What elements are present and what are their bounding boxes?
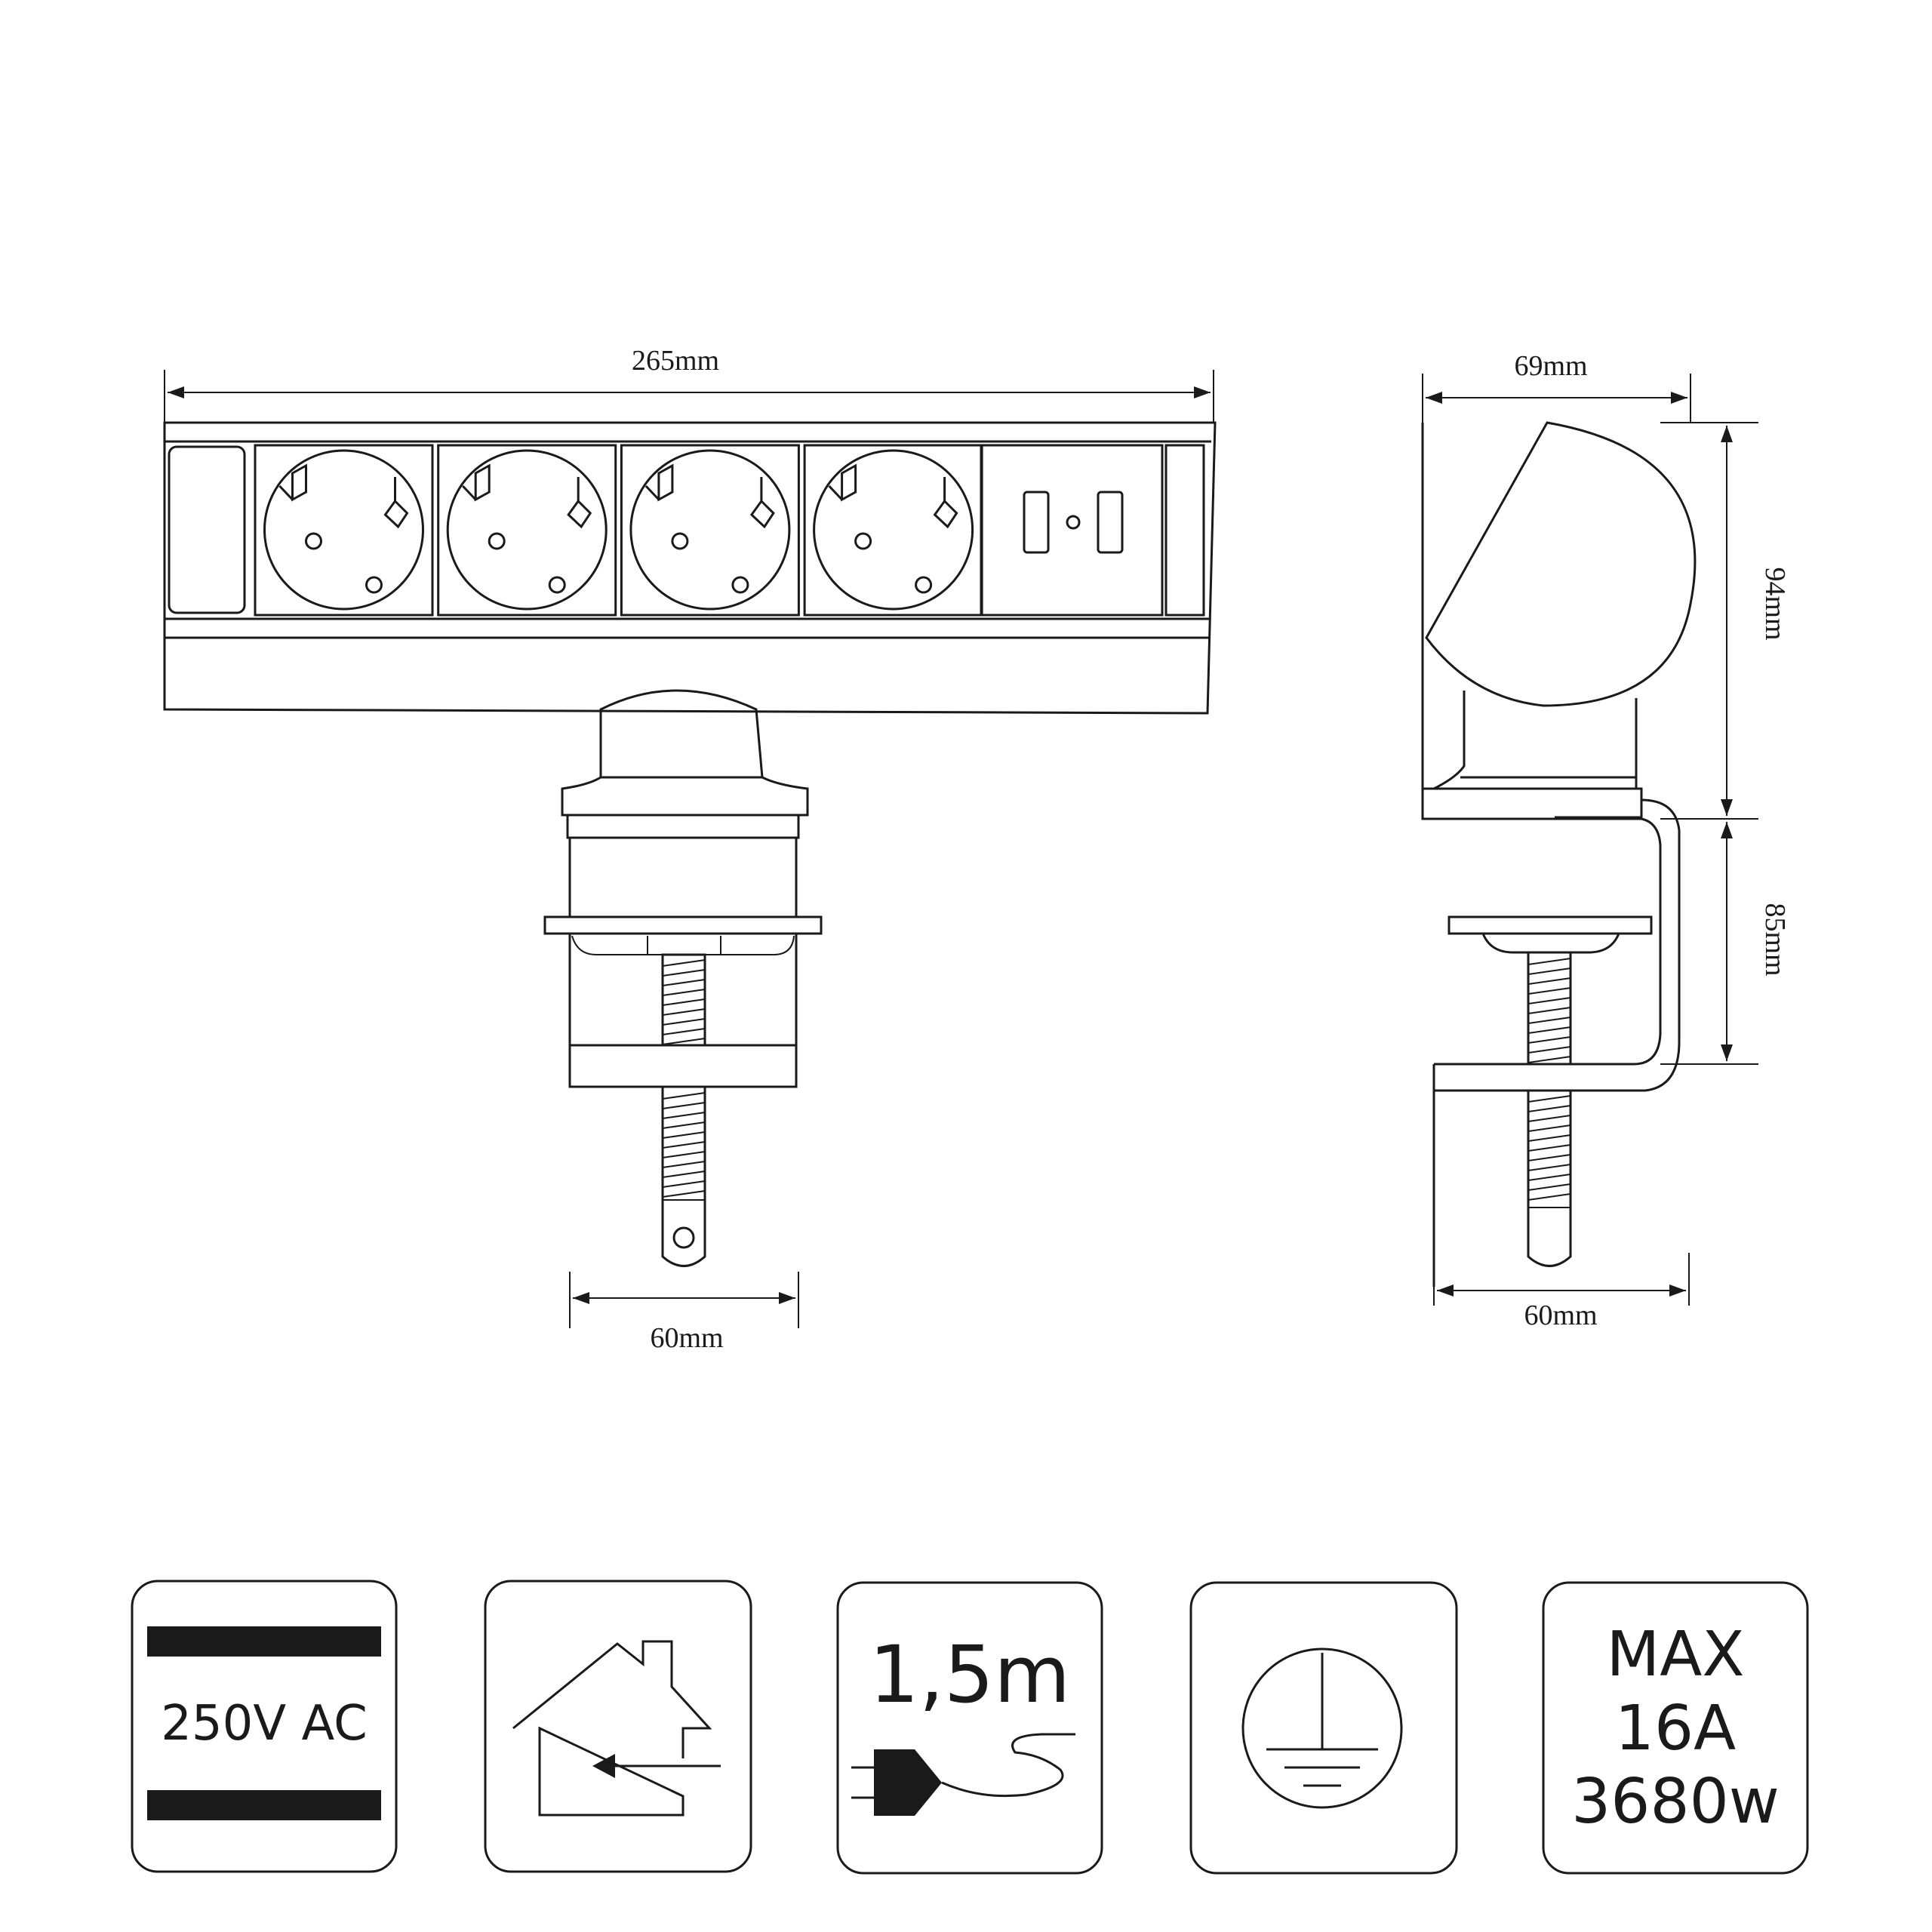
badge-voltage: 250V AC — [131, 1580, 398, 1873]
right-end-cap — [1164, 444, 1205, 617]
side-threaded-rod — [1527, 951, 1572, 1267]
schuko-socket — [437, 444, 617, 617]
indoor-use-house-icon — [512, 1640, 721, 1817]
plug-cable-icon — [851, 1733, 1075, 1816]
dimension-side-base: 60mm — [1433, 1253, 1690, 1331]
dimension-label-60-side: 60mm — [1524, 1300, 1597, 1331]
socket-row — [254, 444, 983, 617]
cable-length-label: 1,5m — [869, 1629, 1071, 1721]
dc-bars-icon — [147, 1626, 381, 1657]
socket-pin-hole — [365, 576, 383, 594]
socket-pin-hole — [731, 576, 749, 594]
usb-module — [980, 444, 1164, 617]
dimension-side-clamp: 85mm — [1660, 822, 1791, 1065]
current-label: 16A — [1615, 1693, 1736, 1764]
front-threaded-rod — [661, 953, 706, 1267]
socket-pin-hole — [671, 532, 689, 550]
dimension-front-clamp: 60mm — [569, 1272, 799, 1354]
schuko-socket — [803, 444, 983, 617]
dimension-side-height: 94mm — [1660, 422, 1791, 820]
badge-max-rating: MAX 16A 3680w — [1542, 1581, 1809, 1875]
power-label: 3680w — [1571, 1766, 1780, 1838]
front-swivel-neck — [543, 689, 823, 1088]
dimension-front-width: 265mm — [164, 345, 1214, 423]
max-label: MAX — [1606, 1619, 1744, 1690]
badge-indoor — [484, 1580, 752, 1873]
usb-port-left — [1023, 491, 1050, 554]
power-strip-housing — [163, 421, 1217, 715]
schuko-socket — [620, 444, 800, 617]
side-view: 69mm 94mm — [1421, 350, 1791, 1331]
spec-badges: 250V AC 1,5m — [131, 1580, 1809, 1875]
socket-pin-hole — [854, 532, 872, 550]
voltage-label: 250V AC — [161, 1696, 368, 1752]
socket-pin-hole — [548, 576, 566, 594]
rod-eye-hole — [672, 1226, 695, 1249]
socket-pin-hole — [488, 532, 506, 550]
dimension-label-85: 85mm — [1759, 903, 1791, 976]
dimension-label-265: 265mm — [632, 345, 719, 377]
dimension-label-60-front: 60mm — [650, 1322, 723, 1354]
dimension-side-depth: 69mm — [1422, 350, 1691, 423]
front-view: 265mm — [163, 345, 1217, 1354]
dimension-label-69: 69mm — [1514, 350, 1587, 382]
left-end-cap — [168, 445, 246, 614]
usb-port-right — [1097, 491, 1124, 554]
dimension-label-94: 94mm — [1759, 567, 1791, 640]
schuko-socket — [254, 444, 434, 617]
side-housing — [1421, 421, 1697, 820]
ground-earth-icon — [1241, 1647, 1403, 1809]
badge-cable: 1,5m — [836, 1581, 1103, 1875]
usb-indicator-led — [1066, 515, 1081, 530]
side-c-clamp — [1432, 798, 1681, 1287]
badge-grounding — [1189, 1581, 1458, 1875]
socket-pin-hole — [305, 532, 322, 550]
socket-pin-hole — [915, 576, 933, 594]
